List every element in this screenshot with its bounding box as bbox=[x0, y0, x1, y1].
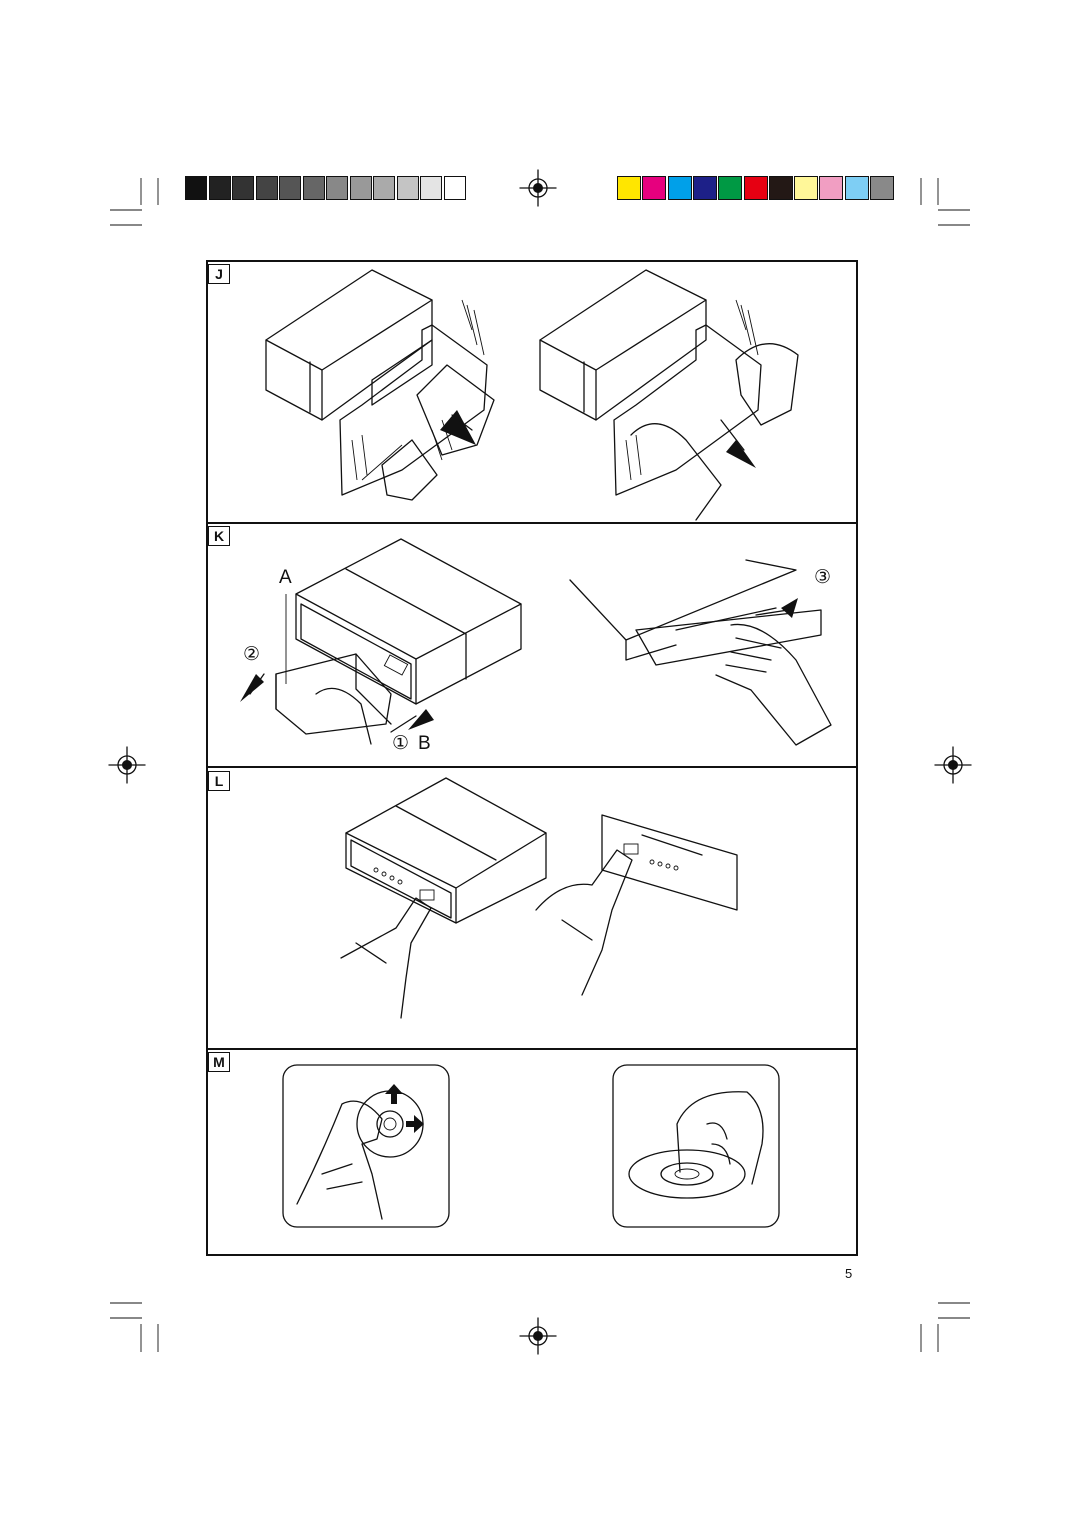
panel-label-l: L bbox=[208, 771, 230, 791]
gray-bar-swatch bbox=[302, 176, 325, 200]
gray-bar-swatch bbox=[255, 176, 278, 200]
gray-bar-swatch bbox=[443, 176, 466, 200]
gray-bar-swatch bbox=[420, 176, 442, 200]
illustration-l-panel-reset bbox=[535, 814, 738, 996]
panel-label-k: K bbox=[208, 526, 230, 546]
callout-b: B bbox=[418, 733, 431, 754]
cmyk-bar-swatch bbox=[768, 176, 793, 200]
cmyk-bar-swatch bbox=[794, 176, 819, 200]
callout-step-2: ② bbox=[243, 644, 261, 665]
panel-label-j: J bbox=[208, 264, 230, 284]
cmyk-bar-swatch bbox=[692, 176, 717, 200]
gray-bar-swatch bbox=[185, 176, 207, 200]
panel-label-m: M bbox=[208, 1052, 230, 1072]
illustration-m-press-center bbox=[612, 1064, 780, 1228]
panel-divider-l-m bbox=[206, 1048, 858, 1050]
gray-bar-swatch bbox=[326, 176, 348, 200]
panel-divider-j-k bbox=[206, 522, 858, 524]
page-number: 5 bbox=[845, 1266, 853, 1281]
callout-step-3: ③ bbox=[814, 567, 832, 588]
panel-divider-k-l bbox=[206, 766, 858, 768]
gray-bar-swatch bbox=[279, 176, 301, 200]
illustration-j-insert-keys bbox=[265, 269, 495, 501]
cmyk-bar-swatch bbox=[642, 176, 667, 200]
illustration-m-hold-disc bbox=[282, 1064, 450, 1228]
illustration-l-unit-reset bbox=[340, 777, 547, 1019]
cmyk-bar-swatch bbox=[819, 176, 844, 200]
illustration-j-pull-out bbox=[539, 269, 799, 521]
gray-bar-swatch bbox=[208, 176, 231, 200]
illustration-k-attach-panel bbox=[569, 559, 832, 746]
figure-frame bbox=[206, 260, 858, 1256]
gray-bar-swatch bbox=[232, 176, 254, 200]
registration-mark-top bbox=[519, 169, 557, 207]
callout-a: A bbox=[279, 567, 292, 588]
registration-mark-bottom bbox=[519, 1317, 557, 1355]
gray-bar-swatch bbox=[396, 176, 419, 200]
cmyk-bar-swatch bbox=[743, 176, 768, 200]
cmyk-bar-swatch bbox=[844, 176, 869, 200]
cmyk-bar-swatch bbox=[718, 176, 743, 200]
cmyk-bar-swatch bbox=[870, 176, 894, 200]
registration-mark-right bbox=[934, 746, 972, 784]
cmyk-bar-swatch bbox=[617, 176, 641, 200]
callout-step-1: ① bbox=[392, 733, 410, 754]
illustration-k-detach-panel bbox=[240, 538, 522, 745]
cmyk-bar-swatch bbox=[667, 176, 692, 200]
gray-bar-swatch bbox=[373, 176, 395, 200]
gray-bar-swatch bbox=[349, 176, 372, 200]
registration-mark-left bbox=[108, 746, 146, 784]
